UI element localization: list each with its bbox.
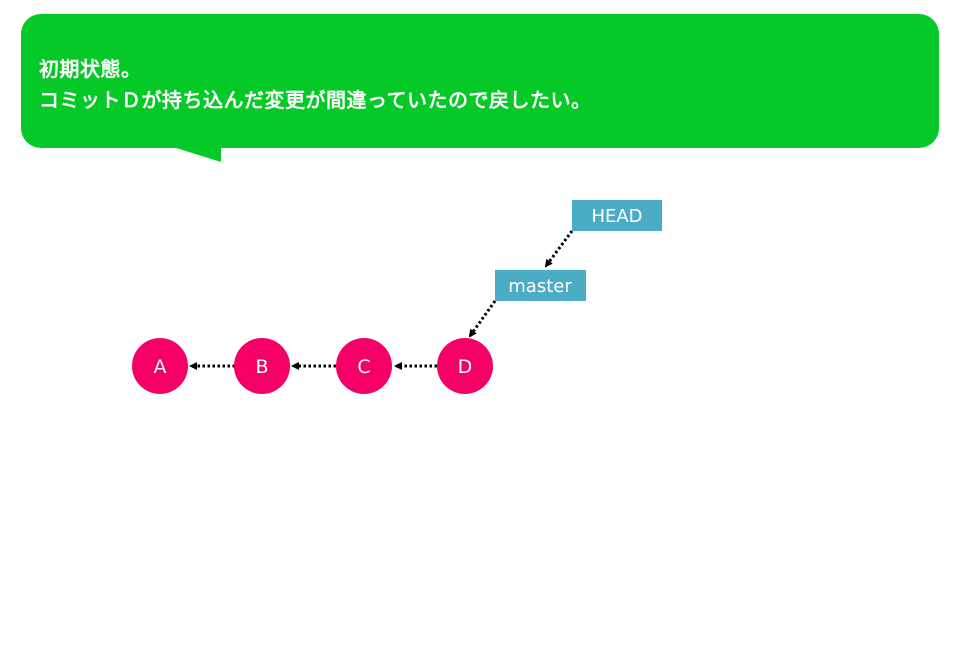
commit-a-node [132,338,188,394]
commit-d-label: D [458,356,473,378]
commit-b-label: B [255,356,268,378]
callout-pointer [170,146,221,162]
callout-text: 初期状態。 コミットＤが持ち込んだ変更が間違っていたので戻したい。 [39,54,592,116]
commit-c-label: C [357,356,370,378]
commit-d-node [437,338,493,394]
commit-c-node [336,338,392,394]
commit-b: B [234,338,290,394]
commit-d: D [437,338,493,394]
master-ref-label: master [508,276,572,297]
commit-a-label: A [154,356,167,378]
head-ref-label: HEAD [591,206,642,227]
master-ref: master [495,270,586,301]
head-ref: HEAD [572,200,662,231]
master-ref-box [495,270,586,301]
callout-bubble [21,14,939,148]
commit-a: A [132,338,188,394]
head-to-master-arrow [544,230,574,268]
callout-line-2: コミットＤが持ち込んだ変更が間違っていたので戻したい。 [39,88,592,112]
master-to-d-arrow [468,300,497,338]
commit-c: C [336,338,392,394]
head-ref-box [572,200,662,231]
commit-b-node [234,338,290,394]
callout-line-1: 初期状態。 [39,57,142,81]
